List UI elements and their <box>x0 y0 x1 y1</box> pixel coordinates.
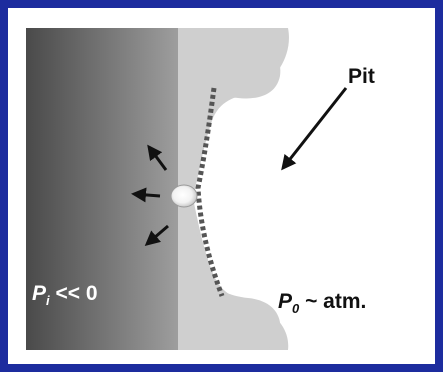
pit-wall-lower-lobe <box>178 198 281 350</box>
outer-pressure-label: P0 ~ atm. <box>278 290 366 316</box>
arrow-left <box>131 187 161 203</box>
xylem-conduit <box>26 28 186 350</box>
pit-label: Pit <box>348 65 375 88</box>
inner-pressure-label: Pi << 0 <box>32 282 98 308</box>
arrow-down-left <box>144 224 169 246</box>
arrow-up-left <box>147 144 168 171</box>
pit-membrane-diagram: Pit Pi << 0 P0 ~ atm. <box>26 28 375 350</box>
pit-pointer-arrow <box>281 87 348 171</box>
air-bubble <box>170 184 198 208</box>
diagram-panel: Pit Pi << 0 P0 ~ atm. <box>8 8 435 364</box>
pit-wall-upper-lobe <box>178 28 281 198</box>
pit-membrane <box>195 87 225 297</box>
